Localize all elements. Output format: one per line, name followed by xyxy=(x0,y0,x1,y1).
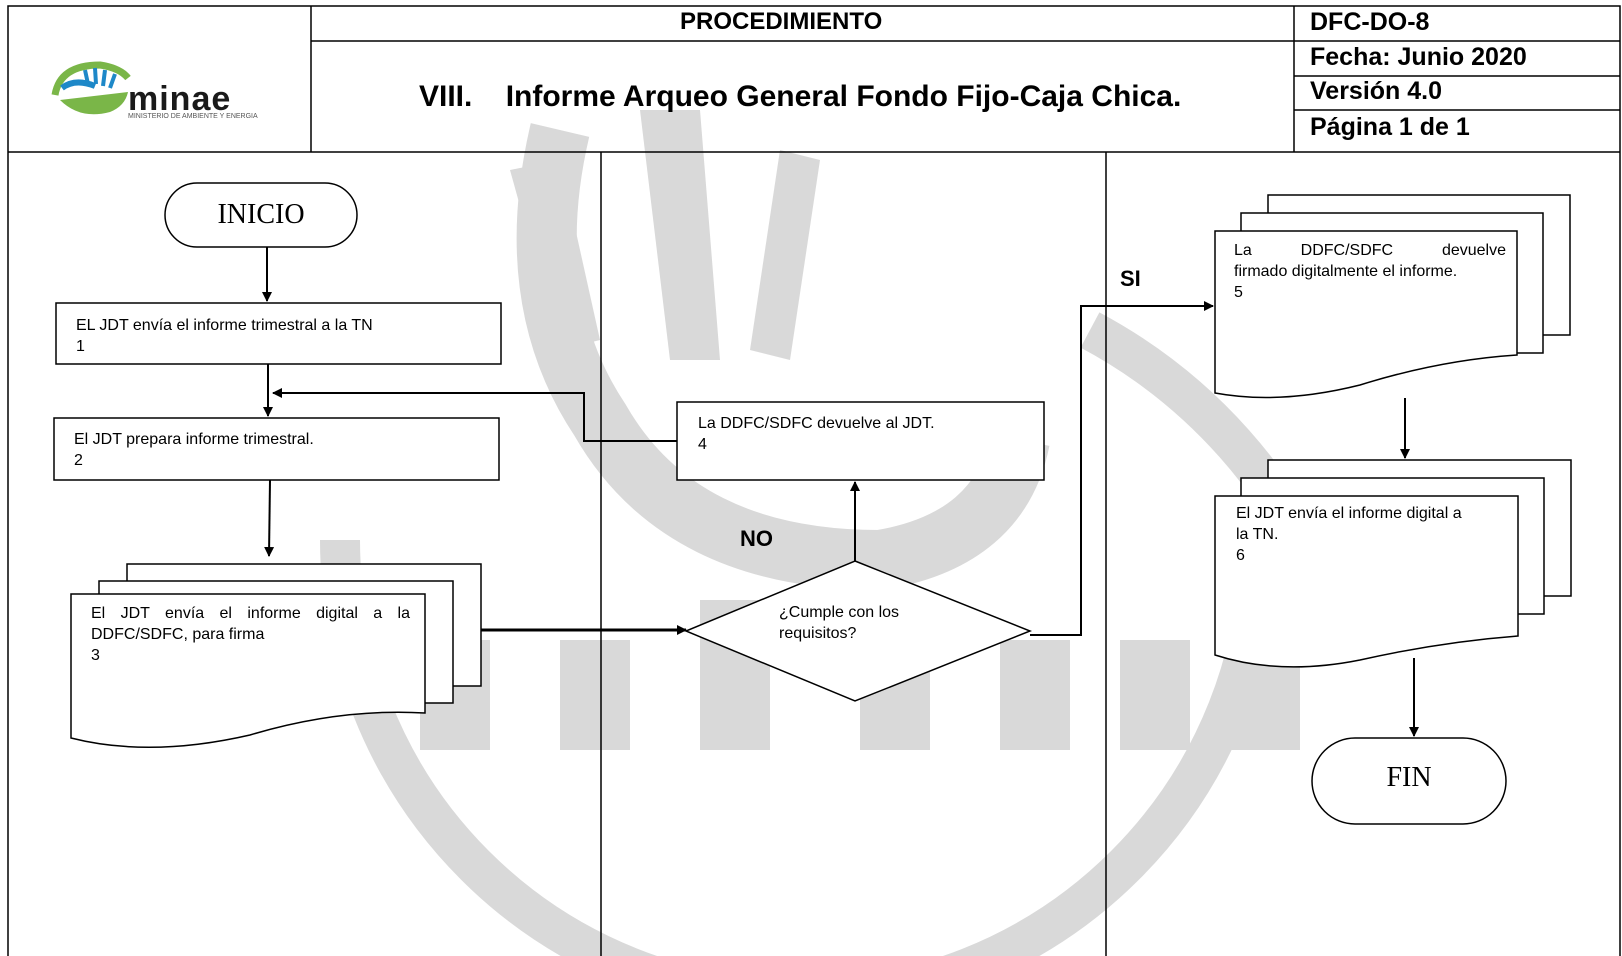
step3-line2: DDFC/SDFC, para firma xyxy=(91,624,410,645)
step6-text: El JDT envía el informe digital a la TN.… xyxy=(1236,503,1516,566)
step2-number: 2 xyxy=(74,450,484,471)
step4-label: La DDFC/SDFC devuelve al JDT. xyxy=(698,413,1028,434)
yes-label: SI xyxy=(1120,266,1141,292)
step3-line1: El JDT envía el informe digital a la xyxy=(91,603,410,624)
decision-text: ¿Cumple con los requisitos? xyxy=(779,602,959,644)
document-page: Página 1 de 1 xyxy=(1310,113,1470,142)
step5-line2: firmado digitalmente el informe. xyxy=(1234,261,1506,282)
no-label: NO xyxy=(740,526,773,552)
step4-text: La DDFC/SDFC devuelve al JDT. 4 xyxy=(698,413,1028,455)
step1-number: 1 xyxy=(76,336,486,357)
logo-subtitle: MINISTERIO DE AMBIENTE Y ENERGIA xyxy=(128,113,258,120)
document-title: VIII. Informe Arqueo General Fondo Fijo-… xyxy=(419,80,1181,114)
document-date: Fecha: Junio 2020 xyxy=(1310,43,1527,72)
end-label: FIN xyxy=(1312,762,1506,794)
step6-line1: El JDT envía el informe digital a xyxy=(1236,503,1516,524)
step2-text: El JDT prepara informe trimestral. 2 xyxy=(74,429,484,471)
minae-logo-icon xyxy=(55,65,128,114)
procedure-label: PROCEDIMIENTO xyxy=(680,8,882,36)
step4-number: 4 xyxy=(698,434,1028,455)
step3-text: El JDT envía el informe digital a la DDF… xyxy=(91,603,410,666)
document-version: Versión 4.0 xyxy=(1310,77,1442,106)
step6-line2: la TN. xyxy=(1236,524,1516,545)
decision-line2: requisitos? xyxy=(779,623,959,644)
watermark xyxy=(340,110,1330,956)
step3-number: 3 xyxy=(91,645,410,666)
step5-text: La DDFC/SDFC devuelve firmado digitalmen… xyxy=(1234,240,1506,303)
step5-number: 5 xyxy=(1234,282,1506,303)
decision-line1: ¿Cumple con los xyxy=(779,602,959,623)
step5-line1: La DDFC/SDFC devuelve xyxy=(1234,240,1506,261)
step2-label: El JDT prepara informe trimestral. xyxy=(74,429,484,450)
step6-number: 6 xyxy=(1236,545,1516,566)
step1-label: EL JDT envía el informe trimestral a la … xyxy=(76,315,486,336)
start-label: INICIO xyxy=(165,199,357,231)
step1-text: EL JDT envía el informe trimestral a la … xyxy=(76,315,486,357)
document-code: DFC-DO-8 xyxy=(1310,8,1429,37)
